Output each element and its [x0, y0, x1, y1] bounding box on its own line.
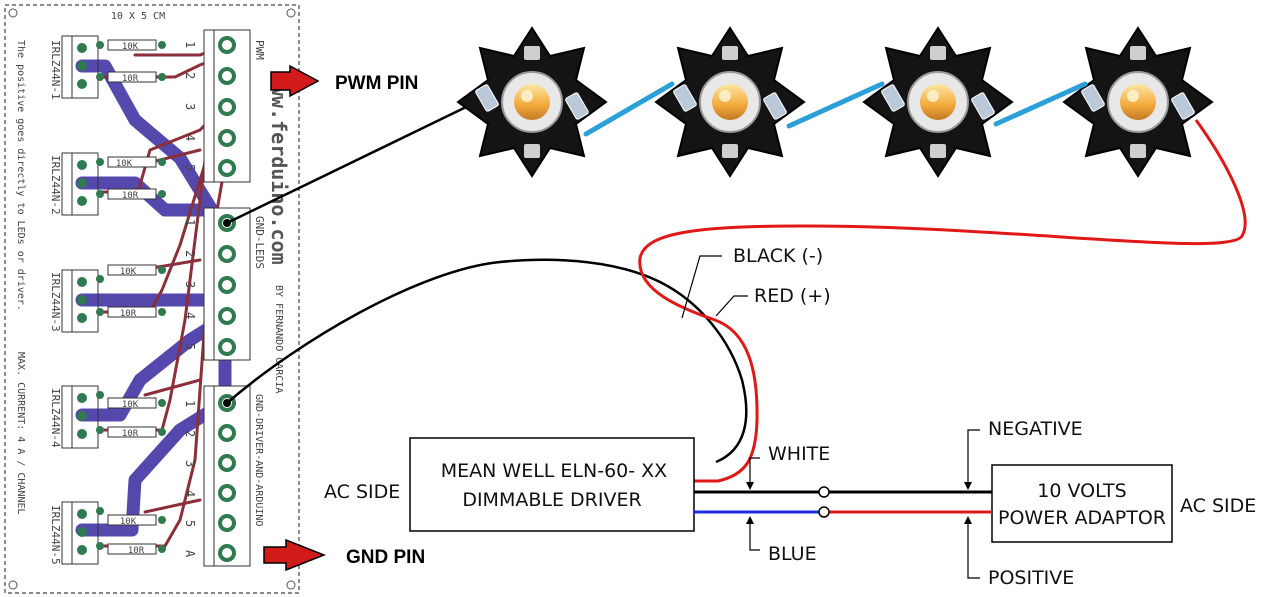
pin-number: 1: [183, 400, 197, 407]
header-gnd-leds: GND-LEDS: [253, 216, 266, 269]
board-dimension: 10 X 5 CM: [111, 11, 165, 22]
header-pwm: PWM: [253, 40, 266, 60]
header-gnd-driver: GND-DRIVER-AND-ARDUINO: [253, 394, 264, 526]
adaptor-line2: POWER ADAPTOR: [998, 507, 1166, 529]
gnd-pin-label: GND PIN: [346, 547, 425, 568]
pin-number: 1: [183, 41, 197, 48]
blue-wire-label: BLUE: [768, 543, 817, 565]
mosfet-label: IRLZ44N-1: [49, 40, 62, 100]
gnd-wire: [226, 258, 748, 464]
power-led: [1063, 27, 1213, 177]
pin-number: 4: [183, 134, 197, 141]
wire-end-dot: [223, 219, 231, 227]
pin-number: A: [183, 550, 197, 558]
dc-callouts: WHITE BLUE NEGATIVE POSITIVE: [746, 418, 1083, 589]
mosfet-label: IRLZ44N-3: [49, 272, 62, 332]
gnd-arrow: [263, 538, 327, 572]
pin-number: 5: [183, 343, 197, 350]
resistor-label: 10K: [122, 400, 139, 410]
wire-end-dot: [223, 399, 231, 407]
author-text: BY FERNANDO GARCIA: [273, 285, 284, 393]
mount-hole: [8, 8, 18, 18]
pin-number: 5: [183, 520, 197, 527]
resistor-label: 10R: [122, 429, 139, 439]
resistors: 10K 10R 10K 10R 10K 10R 10K 10R 10K 10R: [107, 39, 157, 556]
website-text: ww.ferduino.com: [267, 84, 291, 265]
terminal-block-gnd-leds: [203, 207, 251, 361]
resistor-label: 10R: [128, 546, 145, 556]
mosfet-pads: [77, 41, 166, 555]
power-led: [457, 27, 607, 177]
resistor-label: 10R: [122, 74, 139, 84]
terminal-block-gnd-driver: [203, 385, 251, 567]
ac-side-right: AC SIDE: [1180, 495, 1256, 517]
mosfet-labels: IRLZ44N-1 IRLZ44N-2 IRLZ44N-3 IRLZ44N-4 …: [49, 40, 62, 565]
mount-hole: [286, 580, 296, 590]
power-led: [655, 27, 805, 177]
pwm-arrow: [270, 64, 320, 98]
pin-number: 2: [183, 430, 197, 437]
resistor-label: 10R: [122, 191, 139, 201]
pwm-pin-label: PWM PIN: [335, 73, 418, 94]
resistor-label: 10K: [120, 267, 137, 277]
pwm-wire: [226, 91, 496, 225]
resistor-label: 10K: [116, 159, 133, 169]
pin-numbers: 1 2 3 4 5 1 2 3 4 5 1 2 3 4 5 A: [183, 41, 197, 558]
pin-number: 3: [183, 103, 197, 110]
pin-number: 3: [183, 281, 197, 288]
pin-number: 3: [183, 460, 197, 467]
red-positive-wire: [638, 119, 1247, 483]
mount-hole: [8, 580, 18, 590]
mosfet-row: [61, 35, 99, 565]
adaptor-line1: 10 VOLTS: [1037, 480, 1126, 502]
pin-number: 4: [183, 312, 197, 319]
resistor-label: 10K: [120, 517, 137, 527]
terminal-block-pwm: [203, 29, 251, 183]
led-chain: [457, 27, 1213, 177]
ac-side-left: AC SIDE: [324, 481, 400, 503]
pin-number: 2: [183, 72, 197, 79]
driver-line1: MEAN WELL ELN-60- XX: [441, 460, 667, 482]
driver-box: [409, 437, 695, 532]
mosfet-label: IRLZ44N-5: [49, 505, 62, 565]
white-wire-label: WHITE: [768, 443, 830, 465]
pcb-board: 10 X 5 CM: [4, 4, 300, 594]
note-positive: The positive goes directly to LEDs or dr…: [15, 40, 26, 311]
power-led: [863, 27, 1013, 177]
mount-hole: [286, 8, 296, 18]
mosfet-label: IRLZ44N-4: [49, 388, 62, 448]
black-wire-label: BLACK (-): [733, 245, 823, 267]
note-max-current: MAX. CURRENT: 4 A / CHANNEL: [15, 352, 26, 515]
pin-number: 5: [183, 164, 197, 171]
positive-label: POSITIVE: [988, 567, 1074, 589]
resistor-label: 10K: [122, 42, 139, 52]
red-wire-label: RED (+): [754, 285, 831, 307]
driver-line2: DIMMABLE DRIVER: [462, 489, 641, 511]
pin-number: 2: [183, 250, 197, 257]
dc-wires: [694, 486, 992, 518]
pin-number: 1: [183, 219, 197, 226]
mosfet-label: IRLZ44N-2: [49, 155, 62, 215]
resistor-label: 10R: [120, 309, 137, 319]
adaptor-box: [991, 464, 1173, 543]
pin-number: 4: [183, 490, 197, 497]
negative-label: NEGATIVE: [988, 418, 1083, 440]
wire-callouts: BLACK (-) RED (+): [681, 245, 831, 319]
